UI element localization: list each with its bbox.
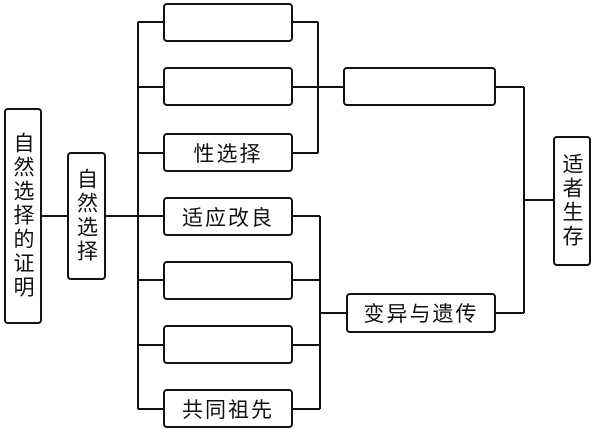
adaptive-improvement-node: 适应改良 <box>163 197 293 236</box>
variation-heredity-node: 变异与遗传 <box>346 293 496 333</box>
root-node: 自然选择的证明 <box>4 108 42 324</box>
common-ancestor-node: 共同祖先 <box>163 389 293 428</box>
blank-node-2 <box>163 67 293 106</box>
blank-node-upper-mid <box>343 67 496 106</box>
blank-node-6 <box>163 325 293 364</box>
sexual-selection-node: 性选择 <box>163 133 293 172</box>
survival-fittest-node: 适者生存 <box>553 136 591 266</box>
blank-node-5 <box>163 261 293 300</box>
blank-node-1 <box>163 3 293 42</box>
natural-selection-node: 自然选择 <box>67 152 106 280</box>
